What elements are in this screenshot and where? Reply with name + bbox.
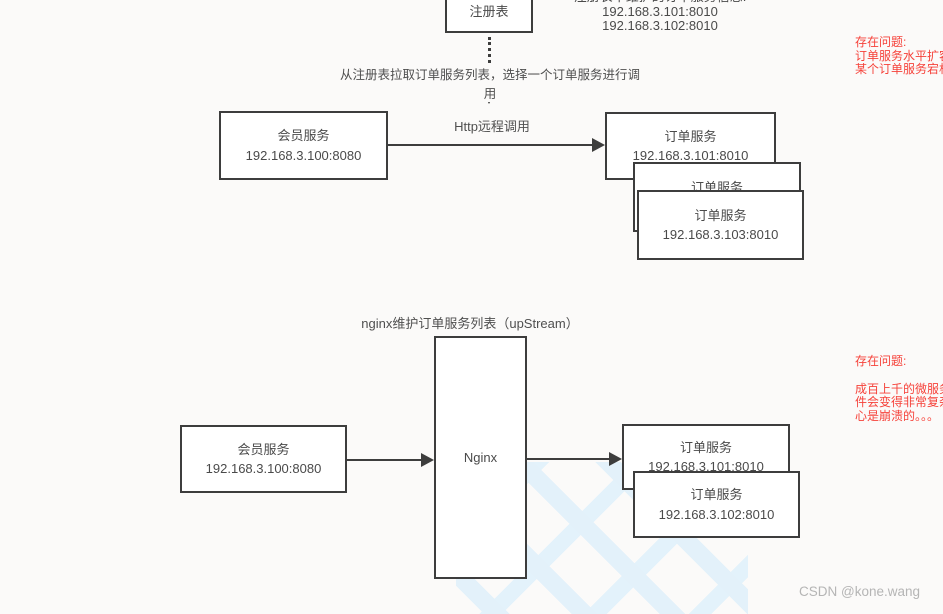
top-problem-note-line1: 订单服务水平扩容 — [855, 48, 943, 63]
order-service-addr: 192.168.3.101:8010 — [648, 459, 764, 474]
bottom-problem-note-line1: 成百上千的微服务 — [855, 381, 943, 396]
top-problem-note: 存在问题: 订单服务水平扩容 某个订单服务宕机 — [855, 35, 943, 77]
order-service-name: 订单服务 — [679, 439, 732, 455]
order-service-addr: 192.168.3.101:8010 — [632, 148, 749, 163]
http-call-label: Http远程调用 — [454, 119, 530, 134]
http-call-arrow-line — [388, 144, 592, 146]
registry-box-line2: 注册表 — [469, 3, 509, 19]
nginx-to-order-arrowhead — [609, 452, 622, 466]
order-service-name: 订单服务 — [690, 487, 743, 502]
member-service-name: 会员服务 — [277, 128, 330, 143]
bottom-problem-note-title: 存在问题: — [855, 354, 907, 368]
csdn-credit: CSDN @kone.wang — [799, 584, 921, 599]
order-service-addr: 192.168.3.103:8010 — [662, 227, 779, 242]
member-service-addr: 192.168.3.100:8080 — [205, 461, 322, 476]
order-service-box-102-bottom: 订单服务 192.168.3.102:8010 — [633, 471, 800, 538]
member-to-nginx-arrowhead — [421, 453, 434, 467]
bottom-problem-note-gap — [855, 369, 943, 383]
member-service-box-top: 会员服务 192.168.3.100:8080 — [219, 111, 388, 180]
pull-registry-label: 从注册表拉取订单服务列表，选择一个订单服务进行调用 — [340, 64, 640, 102]
nginx-to-order-arrow-line — [527, 458, 609, 460]
registry-info-line3: 192.168.3.102:8010 — [602, 18, 718, 33]
registry-info: 注册表中维护的订单服务信息: 192.168.3.101:8010 192.16… — [555, 0, 765, 34]
nginx-label: Nginx — [463, 449, 498, 465]
registry-info-line1: 注册表中维护的订单服务信息: — [555, 0, 765, 5]
order-service-box-103-top: 订单服务 192.168.3.103:8010 — [637, 190, 804, 260]
http-call-arrowhead — [592, 138, 605, 152]
member-to-nginx-arrow-line — [347, 459, 421, 461]
order-service-addr: 192.168.3.102:8010 — [658, 506, 775, 522]
top-problem-note-line2: 某个订单服务宕机 — [855, 62, 943, 76]
member-service-box-bottom: 会员服务 192.168.3.100:8080 — [180, 425, 347, 493]
order-service-name: 订单服务 — [694, 207, 747, 223]
nginx-box: Nginx — [434, 336, 527, 579]
registry-info-line2: 192.168.3.101:8010 — [602, 3, 718, 19]
bottom-problem-note: 存在问题: 成百上千的微服务 件会变得非常复杂 心是崩溃的。。。 — [855, 354, 943, 423]
bottom-problem-note-line2: 件会变得非常复杂 — [855, 395, 943, 409]
nginx-section-title: nginx维护订单服务列表（upStream） — [361, 316, 579, 331]
top-problem-note-title: 存在问题: — [855, 35, 907, 49]
order-service-name: 订单服务 — [664, 128, 717, 144]
bottom-problem-note-line3: 心是崩溃的。。。 — [855, 408, 940, 423]
registry-box: 手动维护一份 注册表 — [445, 0, 533, 33]
member-service-name: 会员服务 — [237, 441, 290, 457]
member-service-addr: 192.168.3.100:8080 — [245, 147, 362, 163]
